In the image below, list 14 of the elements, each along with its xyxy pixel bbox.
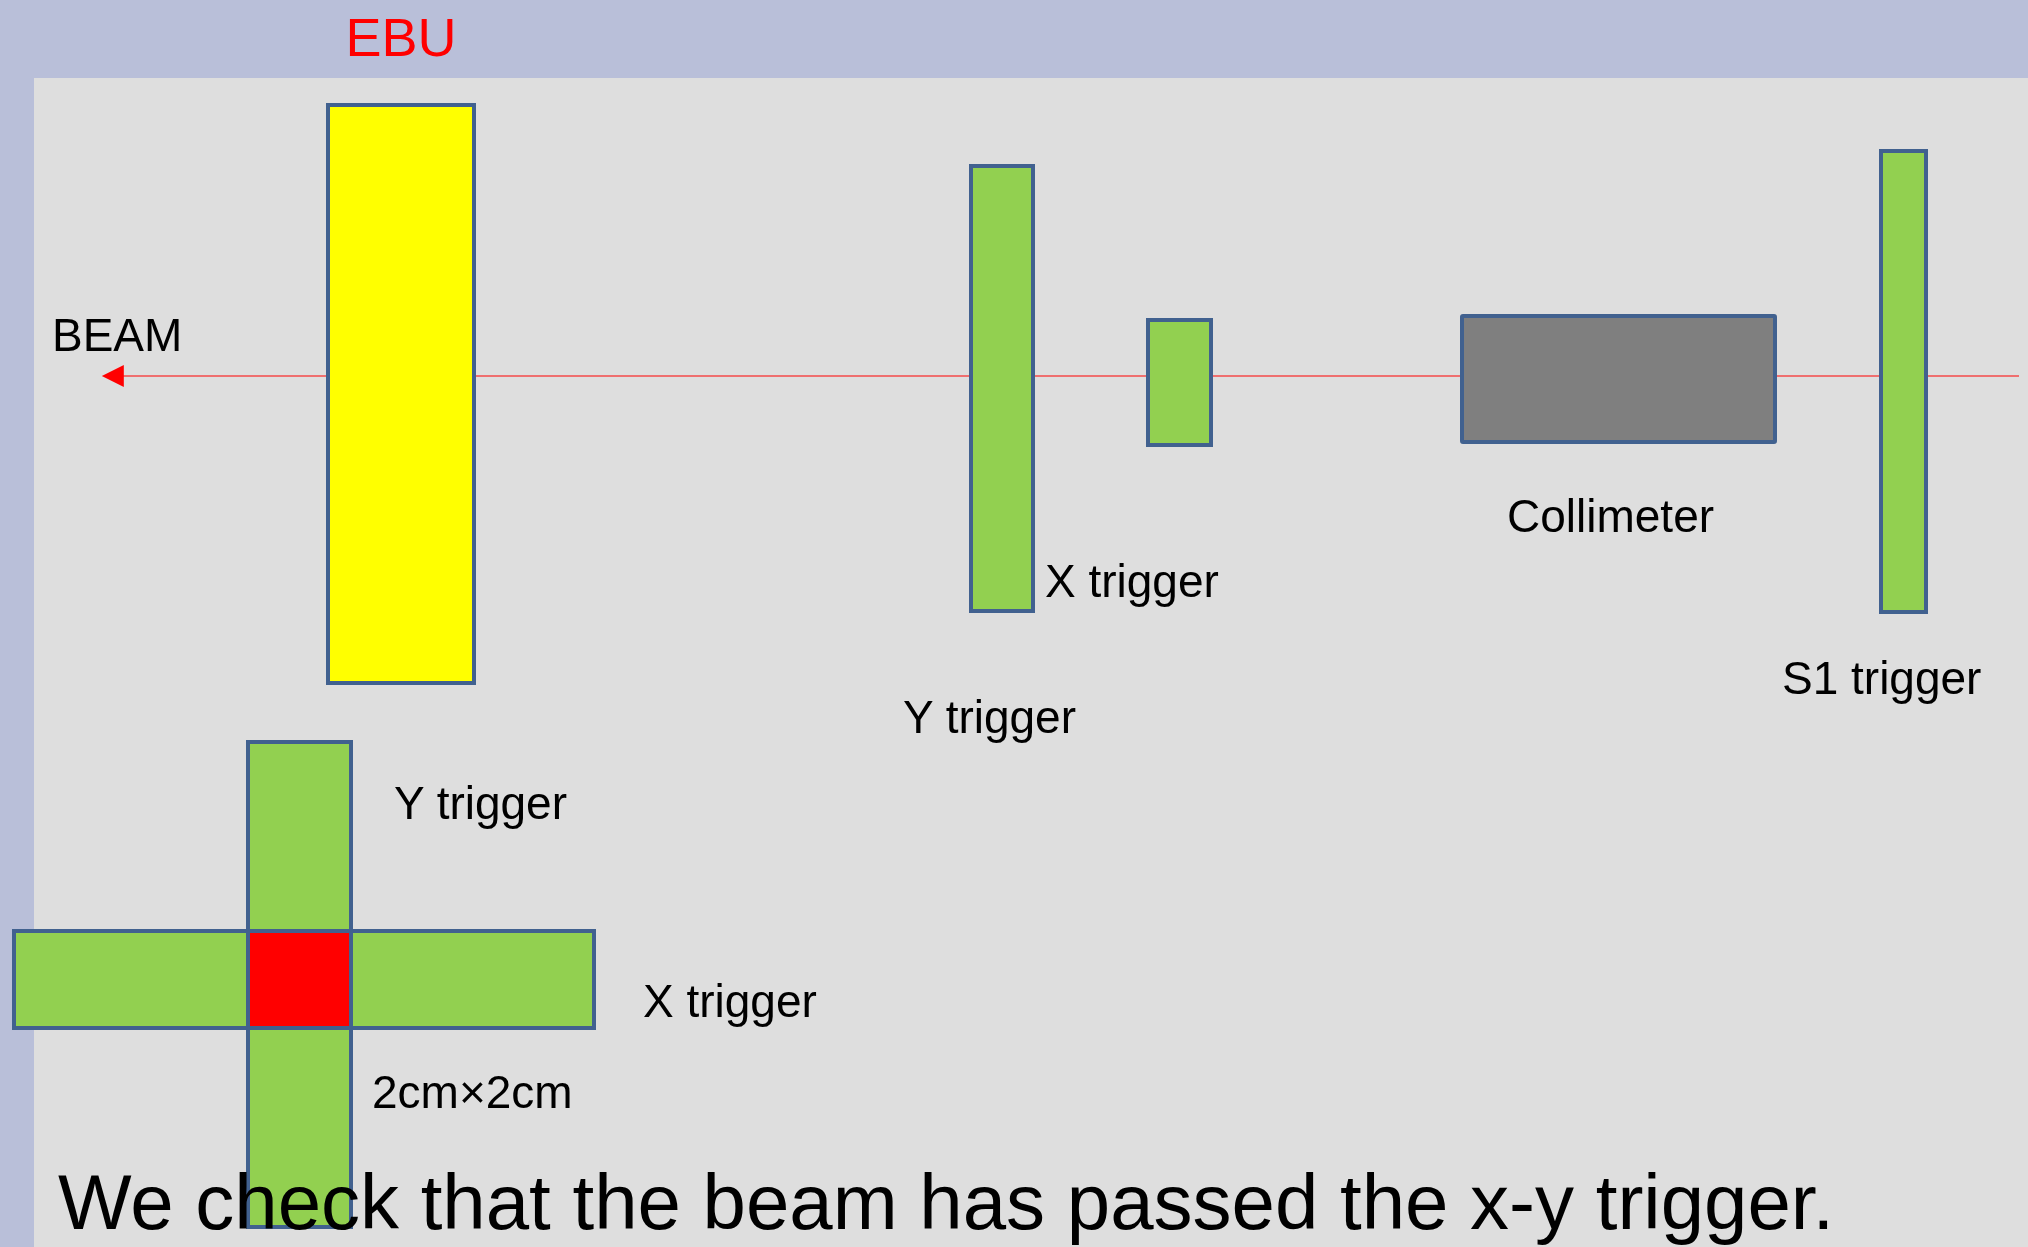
detector-bar [969,164,1035,613]
detector-bar [1146,318,1213,447]
detector-bar [1879,149,1928,614]
dimension-label: 2cm×2cm [372,1067,573,1118]
detector-label: X trigger [643,976,817,1027]
detector-label: X trigger [1045,556,1219,607]
caption: We check that the beam has passed the x-y trigger. [58,1160,1835,1246]
detector-box [1460,314,1777,444]
detector-label: EBU [345,8,457,68]
detector-label: S1 trigger [1782,653,1982,704]
detector-label: Y trigger [394,778,568,829]
beam-label: BEAM [52,310,183,361]
detector-label: Y trigger [903,692,1077,743]
detector-label: Collimeter [1507,491,1715,542]
